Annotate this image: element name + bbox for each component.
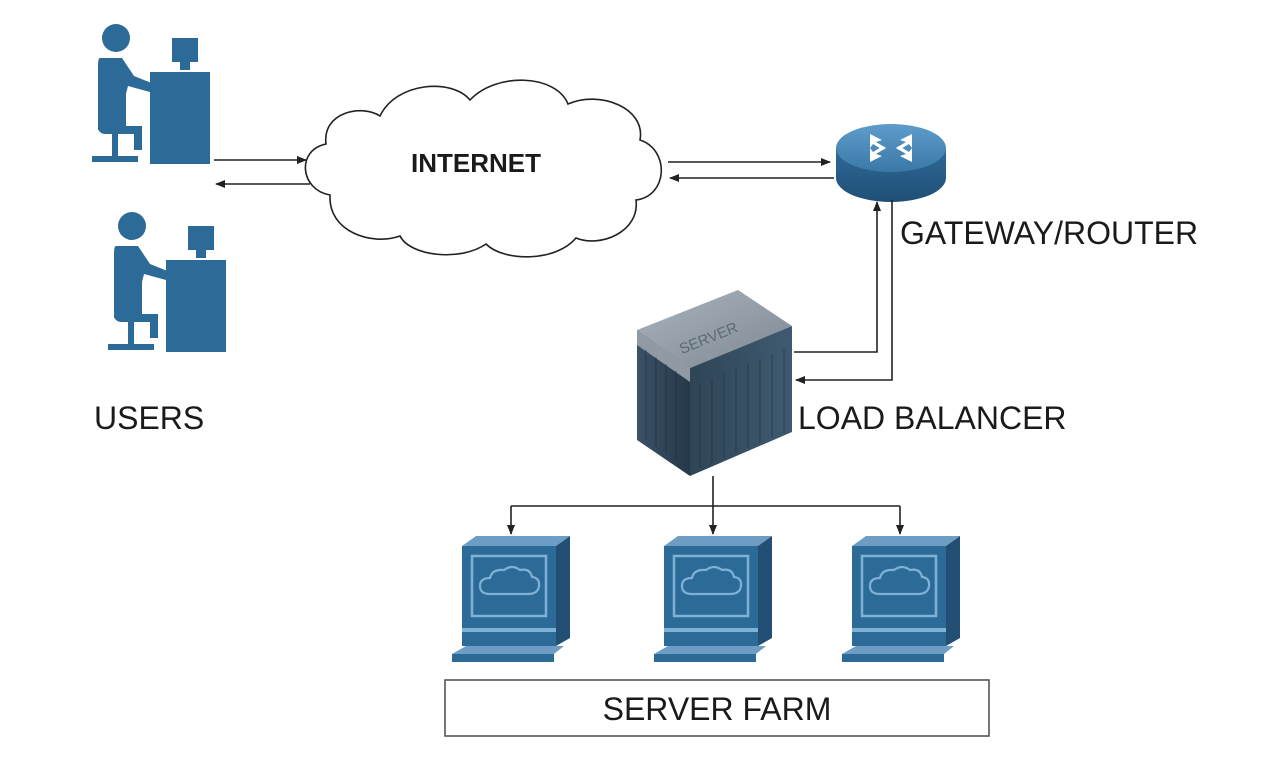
server-farm-box bbox=[444, 679, 990, 737]
workstation-icon-1 bbox=[450, 534, 572, 664]
workstation-icon-2 bbox=[652, 534, 774, 664]
internet-label: INTERNET bbox=[411, 148, 541, 178]
user-icon-bottom bbox=[108, 212, 226, 352]
load-balancer-label: LOAD BALANCER bbox=[798, 400, 1067, 436]
router-icon bbox=[836, 124, 946, 202]
arrow-lb-to-router bbox=[794, 201, 881, 353]
arrow-router-to-lb bbox=[795, 200, 893, 384]
users-label: USERS bbox=[94, 400, 204, 436]
user-icon-top bbox=[92, 24, 210, 164]
server-icon: SERVER bbox=[637, 290, 792, 476]
cloud-icon bbox=[304, 79, 663, 258]
workstation-icon-3 bbox=[840, 534, 962, 664]
server-farm-label: SERVER FARM bbox=[603, 691, 832, 727]
gateway-router-label: GATEWAY/ROUTER bbox=[900, 215, 1198, 251]
